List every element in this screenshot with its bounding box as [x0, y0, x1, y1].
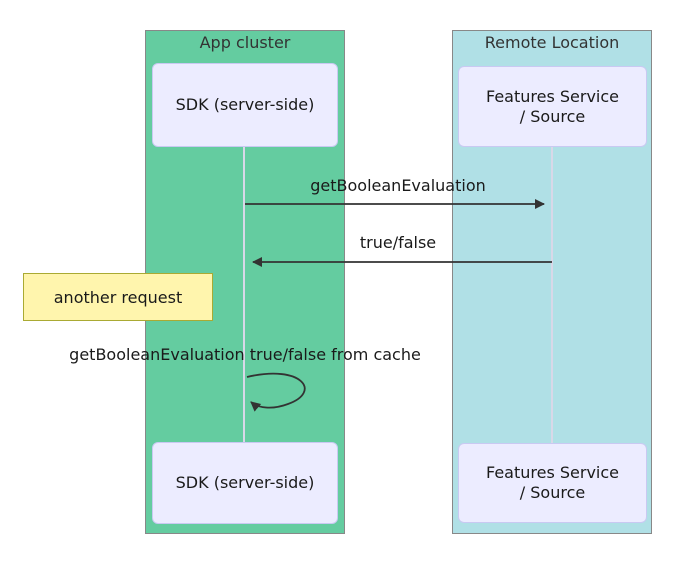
sdk-actor-bottom-label: SDK (server-side): [175, 473, 315, 492]
sdk-lifeline: [243, 147, 245, 443]
remote-location-title: Remote Location: [484, 33, 620, 52]
features-actor-top-label-line1: Features Service: [485, 86, 619, 106]
another-request-note-label: another request: [53, 287, 183, 307]
another-request-note: another request: [23, 273, 213, 321]
app-cluster-title: App cluster: [199, 33, 291, 52]
response-message-label: true/false: [359, 233, 437, 252]
sdk-actor-top: SDK (server-side): [152, 63, 338, 147]
features-actor-bottom-label-line2: / Source: [519, 483, 586, 502]
sdk-actor-bottom: SDK (server-side): [152, 442, 338, 524]
features-actor-bottom: Features Service / Source: [458, 443, 647, 523]
features-lifeline: [551, 147, 553, 444]
features-actor-top: Features Service / Source: [458, 66, 647, 147]
request-message-label: getBooleanEvaluation: [310, 176, 486, 195]
features-actor-top-label-line2: / Source: [519, 106, 586, 126]
cached-message-label: getBooleanEvaluation true/false from cac…: [69, 345, 421, 364]
features-actor-bottom-label-line1: Features Service: [485, 463, 619, 482]
sdk-actor-top-label: SDK (server-side): [175, 95, 315, 114]
